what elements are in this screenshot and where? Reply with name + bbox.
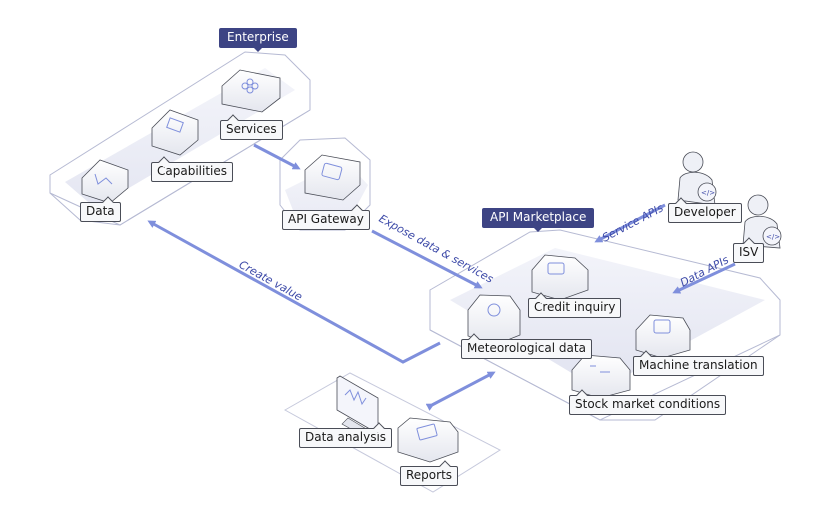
- api-gateway-label: API Gateway: [282, 210, 370, 230]
- svg-text:</>: </>: [766, 233, 780, 241]
- svg-text:</>: </>: [701, 189, 715, 197]
- stock-market-label: Stock market conditions: [569, 395, 727, 415]
- capabilities-label: Capabilities: [151, 162, 233, 182]
- enterprise-group-tag: Enterprise: [219, 28, 297, 52]
- services-cube: [221, 69, 281, 113]
- data-label: Data: [80, 202, 121, 222]
- arrow-outputs-bidirectional: [425, 371, 496, 411]
- api-marketplace-group-tag: API Marketplace: [482, 208, 595, 232]
- flow-arrows: [147, 143, 736, 411]
- arrow-services-to-gateway: [253, 143, 301, 170]
- developer-label: Developer: [668, 203, 742, 223]
- gateway-cube: [304, 154, 361, 201]
- developer-person-icon: </>: [677, 151, 717, 206]
- data-analysis-label: Data analysis: [299, 428, 393, 448]
- capabilities-cube: [151, 109, 199, 156]
- machine-translation-label: Machine translation: [633, 356, 764, 376]
- translation-cube: [635, 314, 691, 359]
- isv-label: ISV: [733, 243, 765, 263]
- arrow-service-apis: [594, 203, 666, 243]
- arrow-data-apis: [672, 262, 736, 294]
- credit-inquiry-label: Credit inquiry: [528, 298, 622, 318]
- arrow-create-value: [147, 220, 441, 364]
- credit-cube: [531, 254, 589, 301]
- reports-cube: [397, 417, 459, 463]
- reports-label: Reports: [400, 466, 459, 486]
- arrow-expose: [371, 229, 483, 289]
- data-cube: [81, 159, 129, 204]
- services-label: Services: [220, 120, 283, 140]
- meteorological-data-label: Meteorological data: [461, 339, 592, 359]
